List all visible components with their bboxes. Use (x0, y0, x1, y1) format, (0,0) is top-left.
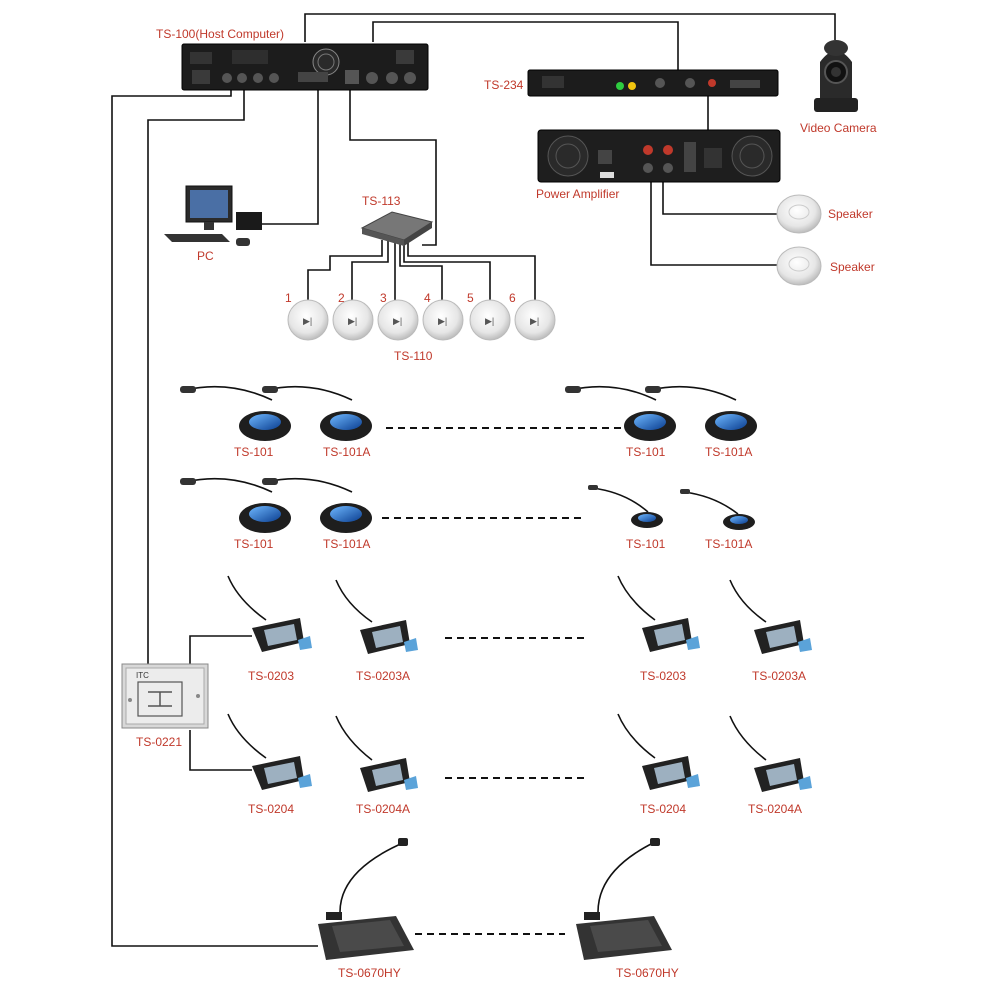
speaker-1 (776, 194, 822, 234)
ceiling-mic: ▶| (377, 299, 419, 341)
ts101-unit (180, 385, 291, 441)
ceiling-mic: ▶| (469, 299, 511, 341)
ts0204-unit (617, 713, 700, 790)
unit-label: TS-101 (234, 537, 274, 551)
ts0670hy-unit (576, 838, 672, 960)
ts101-row-1 (180, 385, 757, 441)
pc-label: PC (197, 249, 214, 263)
ts0203-row (227, 575, 812, 654)
wires (111, 13, 836, 947)
ts101a-unit (645, 385, 757, 441)
ts101-unit (565, 385, 676, 441)
unit-label: TS-101A (323, 445, 370, 459)
ts234-device (527, 69, 779, 97)
unit-label: TS-101A (705, 537, 752, 551)
mic-number: 6 (509, 291, 516, 305)
ts0204a-unit (335, 715, 418, 792)
ts101a-unit (262, 385, 372, 441)
ts0204-row (227, 713, 812, 792)
svg-text:▶|: ▶| (303, 316, 312, 326)
unit-label: TS-101A (705, 445, 752, 459)
ceiling-mics-ts110: ▶| ▶| ▶| ▶| ▶| ▶| (287, 299, 556, 341)
video-camera (814, 40, 858, 112)
unit-label: TS-0204 (248, 802, 294, 816)
ts113-switch (360, 211, 434, 246)
unit-label: TS-0204 (640, 802, 686, 816)
svg-text:▶|: ▶| (348, 316, 357, 326)
svg-text:▶|: ▶| (438, 316, 447, 326)
speaker-label: Speaker (828, 207, 873, 221)
ts110-label: TS-110 (394, 349, 433, 363)
unit-label: TS-0670HY (616, 966, 679, 980)
unit-label: TS-0203A (752, 669, 806, 683)
unit-label: TS-0204A (356, 802, 410, 816)
ceiling-mic: ▶| (332, 299, 374, 341)
mic-number: 3 (380, 291, 387, 305)
ts0204-unit (227, 713, 312, 790)
ts0203a-unit (729, 579, 812, 654)
ceiling-mic: ▶| (287, 299, 329, 341)
ts101a-unit (262, 477, 372, 533)
svg-text:▶|: ▶| (485, 316, 494, 326)
ts0221-box: ITC (121, 663, 209, 729)
mic-number: 4 (424, 291, 431, 305)
amplifier-label: Power Amplifier (536, 187, 619, 201)
ts0203-unit (227, 575, 312, 652)
speaker-label: Speaker (830, 260, 875, 274)
ts0221-label: TS-0221 (136, 735, 182, 749)
svg-text:▶|: ▶| (530, 316, 539, 326)
ts234-label: TS-234 (484, 78, 524, 92)
unit-label: TS-101 (626, 537, 666, 551)
ts101-row-2 (180, 477, 755, 533)
ts0670hy-row (318, 838, 672, 960)
unit-label: TS-0204A (748, 802, 802, 816)
ts101a-unit (680, 489, 755, 530)
unit-label: TS-101A (323, 537, 370, 551)
dashed-links (382, 427, 622, 935)
host-label: TS-100(Host Computer) (156, 27, 284, 41)
ts0203-unit (617, 575, 700, 652)
labels: TS-100(Host Computer) TS-234 Video Camer… (136, 27, 877, 980)
unit-label: TS-101 (234, 445, 274, 459)
ts0204a-unit (729, 715, 812, 792)
unit-label: TS-0203 (640, 669, 686, 683)
ceiling-mic: ▶| (514, 299, 556, 341)
host-computer-ts100 (181, 43, 429, 91)
pc (164, 185, 262, 246)
svg-text:ITC: ITC (136, 671, 149, 680)
ts101-unit (588, 485, 663, 528)
ts113-label: TS-113 (362, 194, 401, 208)
speaker-2 (776, 246, 822, 286)
ts101-unit (180, 477, 291, 533)
ceiling-mic: ▶| (422, 299, 464, 341)
unit-label: TS-0670HY (338, 966, 401, 980)
unit-label: TS-0203A (356, 669, 410, 683)
mic-number: 2 (338, 291, 345, 305)
unit-label: TS-101 (626, 445, 666, 459)
ts0670hy-unit (318, 838, 414, 960)
unit-label: TS-0203 (248, 669, 294, 683)
ts0203a-unit (335, 579, 418, 654)
mic-number: 1 (285, 291, 292, 305)
svg-text:▶|: ▶| (393, 316, 402, 326)
power-amplifier (537, 129, 781, 183)
mic-number: 5 (467, 291, 474, 305)
camera-label: Video Camera (800, 121, 877, 135)
